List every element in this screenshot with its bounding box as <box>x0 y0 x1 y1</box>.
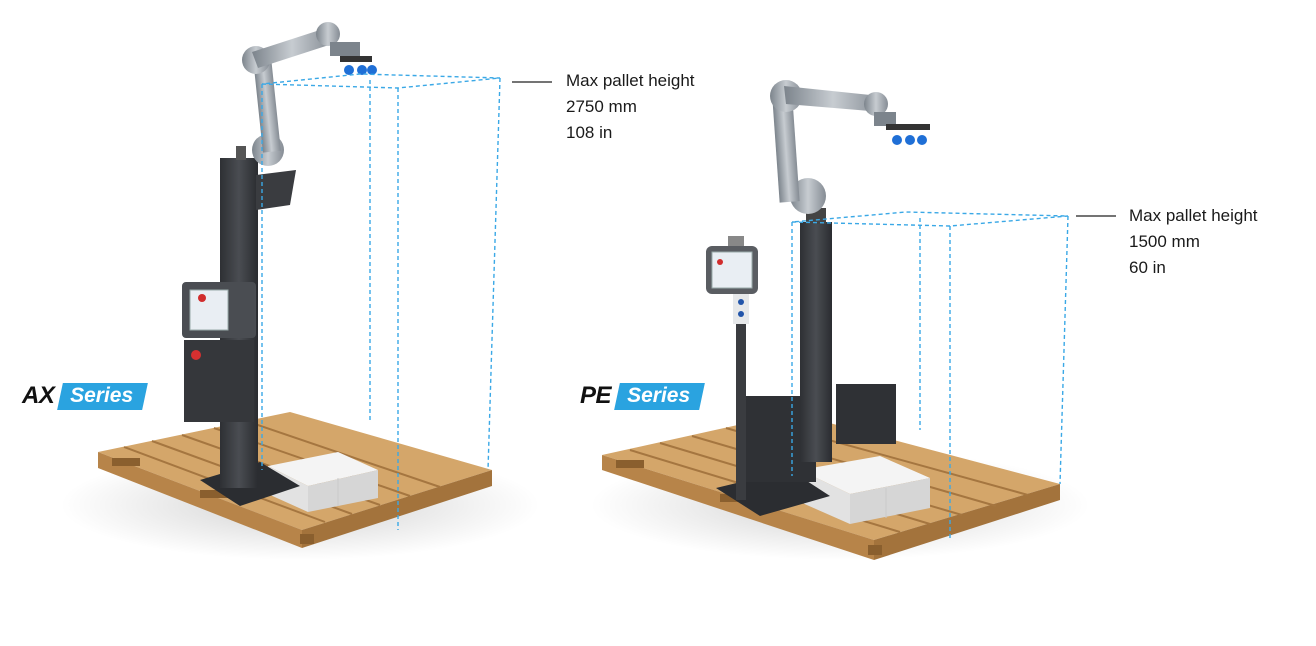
pe-right-bin <box>836 384 896 444</box>
ax-series-label: Series <box>70 383 134 407</box>
ax-height-annotation: Max pallet height 2750 mm 108 in <box>566 68 695 146</box>
pe-palletizer <box>590 80 1116 560</box>
ax-height-metric: 2750 mm <box>566 97 637 116</box>
pe-height-annotation: Max pallet height 1500 mm 60 in <box>1129 203 1258 281</box>
ax-series-code: AX <box>22 382 55 409</box>
pe-series-code: PE <box>580 382 612 409</box>
ax-height-imperial: 108 in <box>566 123 613 142</box>
ax-height-title: Max pallet height <box>566 71 695 90</box>
ax-palletizer <box>60 22 552 560</box>
pe-gripper <box>892 135 927 145</box>
pe-reach-envelope <box>791 211 1069 540</box>
pe-teach-pendant <box>706 236 758 500</box>
pe-series-label: Series <box>627 383 691 407</box>
ax-robot-arm <box>242 22 372 166</box>
ax-series-pill: Series <box>57 382 149 410</box>
pe-series-pill: Series <box>614 382 705 410</box>
pe-height-metric: 1500 mm <box>1129 232 1200 251</box>
pe-column <box>800 222 832 462</box>
ax-gripper <box>344 65 377 75</box>
pe-height-imperial: 60 in <box>1129 258 1166 277</box>
ax-series-badge: AX Series <box>22 382 149 410</box>
ax-reach-envelope <box>261 73 501 530</box>
pe-series-badge: PE Series <box>580 382 705 410</box>
pe-robot-arm <box>770 80 930 214</box>
pe-height-title: Max pallet height <box>1129 206 1258 225</box>
